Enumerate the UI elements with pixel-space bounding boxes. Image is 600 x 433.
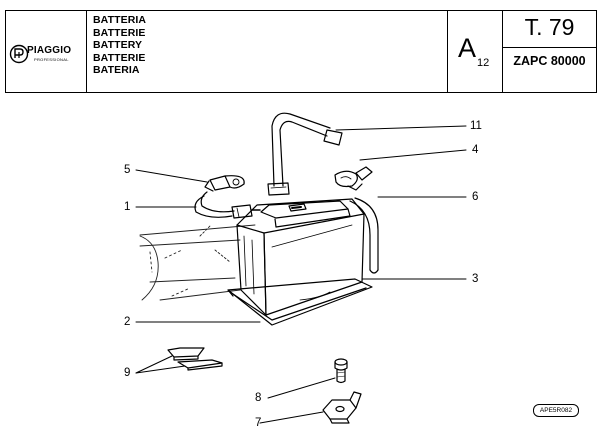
- callout-1: 1: [124, 201, 131, 213]
- terminal-clamp-4-drawing: [334, 166, 373, 191]
- holding-strap-drawing: [267, 112, 343, 196]
- screw-drawing: [334, 358, 348, 384]
- title-german: BATTERIE: [93, 51, 146, 64]
- callout-8: 8: [255, 392, 262, 404]
- callout-11: 11: [470, 120, 482, 132]
- title-block-titles: BATTERIA BATTERIE BATTERY BATTERIE BATER…: [86, 10, 448, 93]
- battery-body-drawing: [236, 198, 365, 316]
- piaggio-logo-icon: [9, 44, 29, 64]
- brand-subtitle: PROFESSIONAL: [34, 57, 69, 62]
- callout-9: 9: [124, 367, 131, 379]
- bracket-drawing: [322, 391, 362, 424]
- title-block-reference: T. 79 ZAPC 80000: [502, 10, 597, 93]
- title-italian: BATTERIA: [93, 14, 147, 26]
- title-english: BATTERY: [93, 39, 143, 52]
- rubber-pads-drawing: [167, 347, 223, 371]
- title-spanish: BATERIA: [93, 64, 140, 77]
- title-french: BATTERIE: [93, 26, 146, 39]
- table-number: T. 79: [524, 14, 575, 40]
- callout-7: 7: [255, 417, 262, 429]
- terminal-clamp-5-drawing: [204, 175, 245, 192]
- battery-tray-drawing: [227, 278, 373, 326]
- model-code: ZAPC 80000: [513, 54, 586, 68]
- drawing-code-badge: APE5R082: [533, 404, 579, 417]
- callout-6: 6: [472, 191, 479, 203]
- reference-divider: [503, 47, 596, 48]
- cable-1-drawing: [194, 191, 261, 219]
- callout-3: 3: [472, 273, 479, 285]
- callout-4: 4: [472, 144, 479, 156]
- callout-2: 2: [124, 316, 131, 328]
- callout-5: 5: [124, 164, 131, 176]
- vehicle-frame-drawing: [139, 224, 256, 301]
- group-subscript: 12: [477, 57, 490, 69]
- brand-name: PIAGGIO: [27, 45, 72, 56]
- vent-tube-drawing: [349, 197, 379, 274]
- leader-lines: [135, 125, 467, 424]
- group-letter: A: [458, 33, 477, 63]
